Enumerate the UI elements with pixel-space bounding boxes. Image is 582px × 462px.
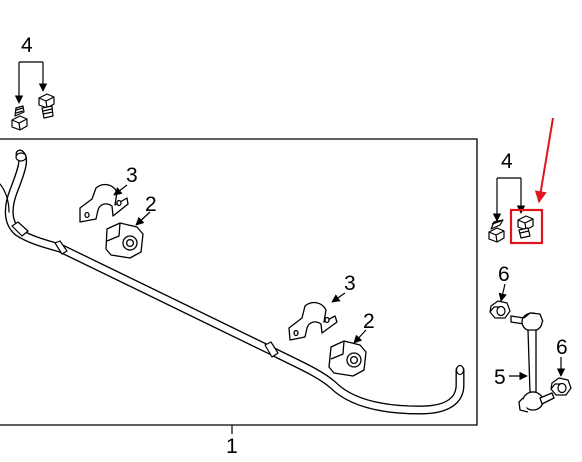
callout-6-upper: 6 (498, 263, 510, 286)
callout-4-right: 4 (501, 150, 513, 173)
bushing-2-right (328, 340, 367, 377)
callout-1: 1 (226, 435, 238, 458)
callout-6-lower: 6 (556, 336, 568, 359)
stabilizer-bar (0, 149, 465, 415)
bolt-4-right-highlighted (517, 215, 534, 239)
bracket-3-right (288, 301, 338, 341)
callout-2-left: 2 (145, 193, 157, 216)
callout-5: 5 (494, 366, 506, 389)
callout-2-right: 2 (363, 310, 375, 333)
leader-4-right (492, 177, 526, 222)
nut-6-lower (550, 377, 572, 396)
red-pointer-arrow (534, 117, 554, 204)
callout-3-left: 3 (126, 164, 138, 187)
callout-4-top: 4 (21, 34, 33, 57)
highlight-box (509, 208, 544, 245)
bushing-2-left (105, 222, 144, 259)
bolt-4-top-left-b (38, 93, 55, 119)
callout-3-right: 3 (344, 272, 356, 295)
frame-box (0, 138, 478, 426)
stabilizer-link (510, 312, 555, 413)
bolt-4-right (488, 219, 505, 243)
bolt-4-top-left-a (11, 105, 28, 131)
leader-lines (113, 184, 566, 434)
leader-4-top (14, 61, 48, 104)
nut-6-upper (489, 300, 511, 319)
